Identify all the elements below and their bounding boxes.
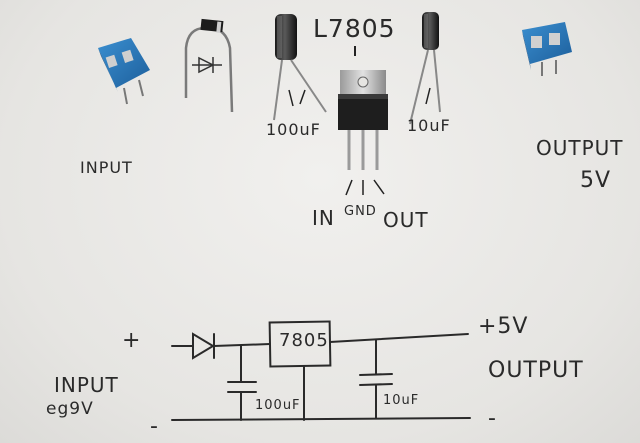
output-bottom-label: OUTPUT [488,358,584,383]
regulator-part-label: L7805 [313,14,396,43]
capacitor-100uf-left [273,14,327,121]
pin-gnd-label: GND [344,204,377,219]
output-voltage-label: 5V [580,168,612,193]
pin-in-label: IN [312,206,335,230]
output-top-label: OUTPUT [536,136,624,160]
capacitor-10uf-right [409,12,441,125]
plus-five-volt-label: +5V [478,314,529,339]
output-terminal-block [522,22,572,76]
input-top-label: INPUT [80,158,133,177]
l7805-regulator [338,46,388,196]
minus-left-label: - [150,414,159,439]
cap-right-label: 10uF [407,116,451,135]
input-bottom-label: INPUT [54,373,119,397]
schematic-regulator-label: 7805 [279,330,329,351]
schematic-diagram [171,320,471,421]
pin-out-label: OUT [383,208,429,232]
diode-component [184,18,234,113]
cap-left-label: 100uF [266,120,321,139]
minus-right-label: - [488,406,497,431]
schematic-cap-left-label: 100uF [255,398,301,413]
input-voltage-label: eg9V [46,399,94,419]
input-terminal-block [98,38,150,105]
plus-left-label: + [122,328,142,353]
schematic-cap-right-label: 10uF [383,393,420,408]
